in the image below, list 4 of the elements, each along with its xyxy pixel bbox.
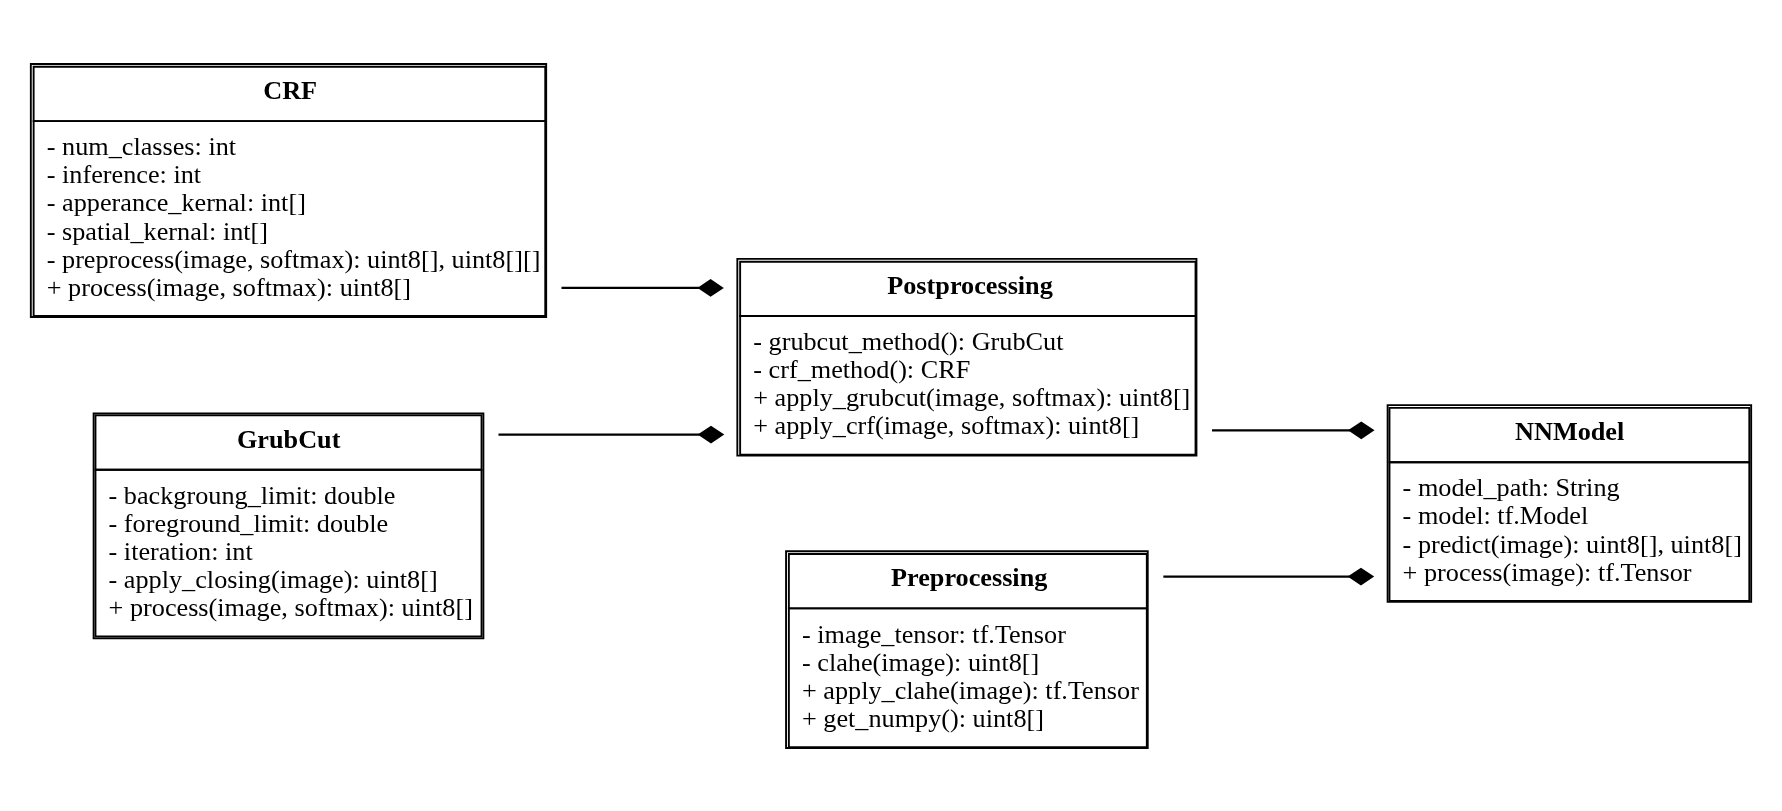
connector: [498, 425, 725, 443]
connector: [1211, 421, 1375, 439]
connector: [561, 278, 724, 297]
connector: [1163, 567, 1375, 585]
